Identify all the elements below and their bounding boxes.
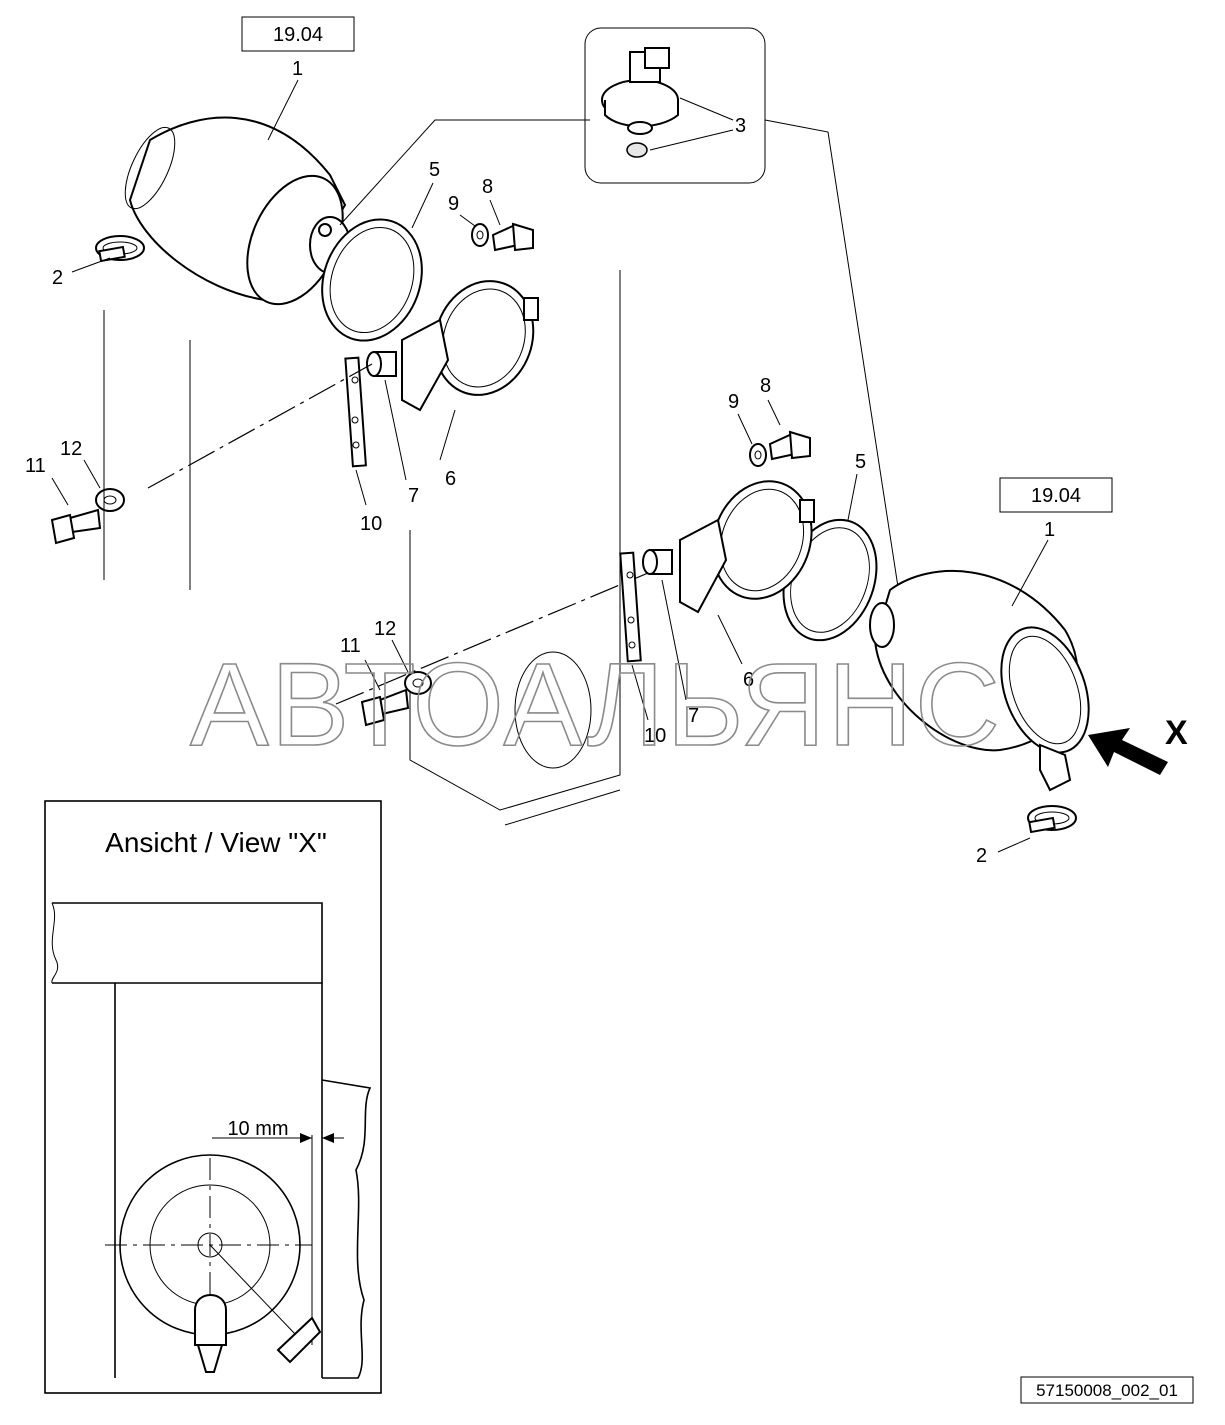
callout-5-right: 5: [855, 451, 866, 473]
bolt-and-washer-right-lower: [360, 671, 432, 727]
drawing-code: 57150008_002_01: [1036, 1381, 1178, 1400]
callout-2-right: 2: [976, 845, 987, 867]
reference-box-left: [241, 16, 355, 52]
callout-8-left: 8: [482, 176, 493, 198]
reference-number-left: 19.04: [273, 24, 323, 46]
seal-ring-left: [321, 218, 423, 342]
callout-11-left: 11: [25, 455, 46, 477]
bolt-left: [491, 222, 534, 252]
axis-line-right: [335, 567, 661, 705]
callout-10-left: 10: [360, 513, 382, 535]
hose-clamp-right: [1027, 805, 1077, 834]
callout-5-left: 5: [429, 159, 440, 181]
callout-3: 3: [735, 115, 746, 137]
dimension-label: 10 mm: [227, 1118, 288, 1140]
callout-8-right: 8: [760, 375, 771, 397]
washer-right: [749, 443, 767, 467]
callout-9-right: 9: [728, 391, 739, 413]
callout-1-left: 1: [292, 58, 303, 80]
inset-title: Ansicht / View "X": [105, 827, 327, 858]
reference-number-right: 19.04: [1031, 485, 1081, 507]
callout-7-left: 7: [408, 485, 419, 507]
callout-12-right: 12: [374, 618, 396, 640]
view-arrow-label: X: [1165, 714, 1188, 752]
view-x-arrow: X: [1088, 714, 1188, 775]
callout-7-right: 7: [688, 705, 699, 727]
frame-outline: [103, 310, 191, 590]
callout-2-left: 2: [52, 267, 63, 289]
bushing-right: [642, 549, 673, 575]
mounting-bracket-right: [679, 480, 815, 614]
callout-11-right: 11: [340, 635, 361, 657]
callout-12-left: 12: [60, 438, 82, 460]
mounting-bracket-left: [401, 280, 539, 412]
axis-line-left: [147, 363, 373, 489]
watermark: АВТОАЛЬЯНС: [190, 639, 1002, 771]
drawing-code-box: [1020, 1376, 1194, 1404]
leader-lines: [51, 79, 1049, 853]
strap-right: [619, 551, 642, 663]
callout-1-right: 1: [1044, 519, 1055, 541]
bushing-left: [366, 351, 397, 377]
sensor-leader: [339, 119, 901, 601]
view-x-inset: Ansicht / View "X" 10 mm: [44, 800, 382, 1394]
callout-10-right: 10: [644, 725, 666, 747]
washer-left: [471, 223, 489, 247]
callout-6-right: 6: [743, 669, 754, 691]
reference-box-right: [999, 477, 1113, 513]
callout-9-left: 9: [448, 193, 459, 215]
sensor-inset: [584, 27, 766, 184]
bolt-right: [768, 430, 811, 461]
air-filter-right: [869, 569, 1090, 792]
air-filter-left: [124, 116, 351, 306]
callout-6-left: 6: [445, 468, 456, 490]
hose-clamp-left: [95, 235, 145, 263]
strap-left: [344, 356, 367, 468]
bolt-and-washer-left-lower: [50, 488, 125, 545]
